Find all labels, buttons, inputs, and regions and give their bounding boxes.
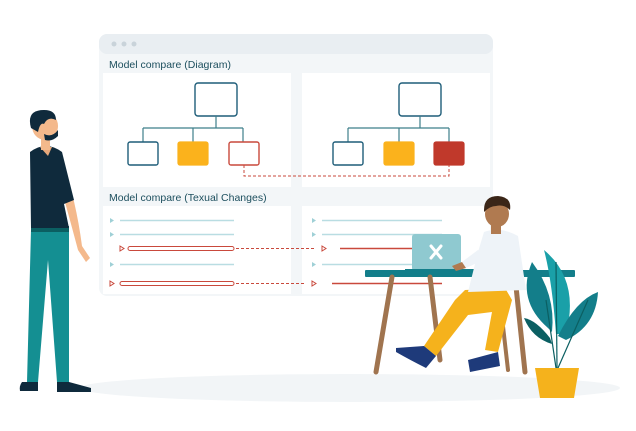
diagram-tree-left [127,82,260,166]
ground-shadow [80,374,620,402]
tree-node-child [332,141,364,166]
laptop [405,234,487,272]
text-panel-right [302,206,490,294]
plant [524,250,598,398]
section-title-diagram: Model compare (Diagram) [109,59,231,71]
x-logo-icon [429,244,443,260]
window-dots-icon [111,41,137,47]
tree-node-child-highlight [383,141,415,166]
sitting-person [396,196,526,372]
plant-pot [535,368,579,398]
standing-person [19,110,91,392]
text-lines-left [109,218,235,287]
tree-node-child [127,141,159,166]
diagram-panel-left [103,73,291,187]
app-window: Model compare (Diagram) [99,34,493,296]
tree-node-child-highlight [177,141,209,166]
diagram-panel-right [302,73,490,187]
diff-connector-diagram [243,165,450,177]
section-title-text: Model compare (Texual Changes) [109,192,267,204]
diagram-tree-right [332,82,465,166]
tree-node-child-added [433,141,465,166]
